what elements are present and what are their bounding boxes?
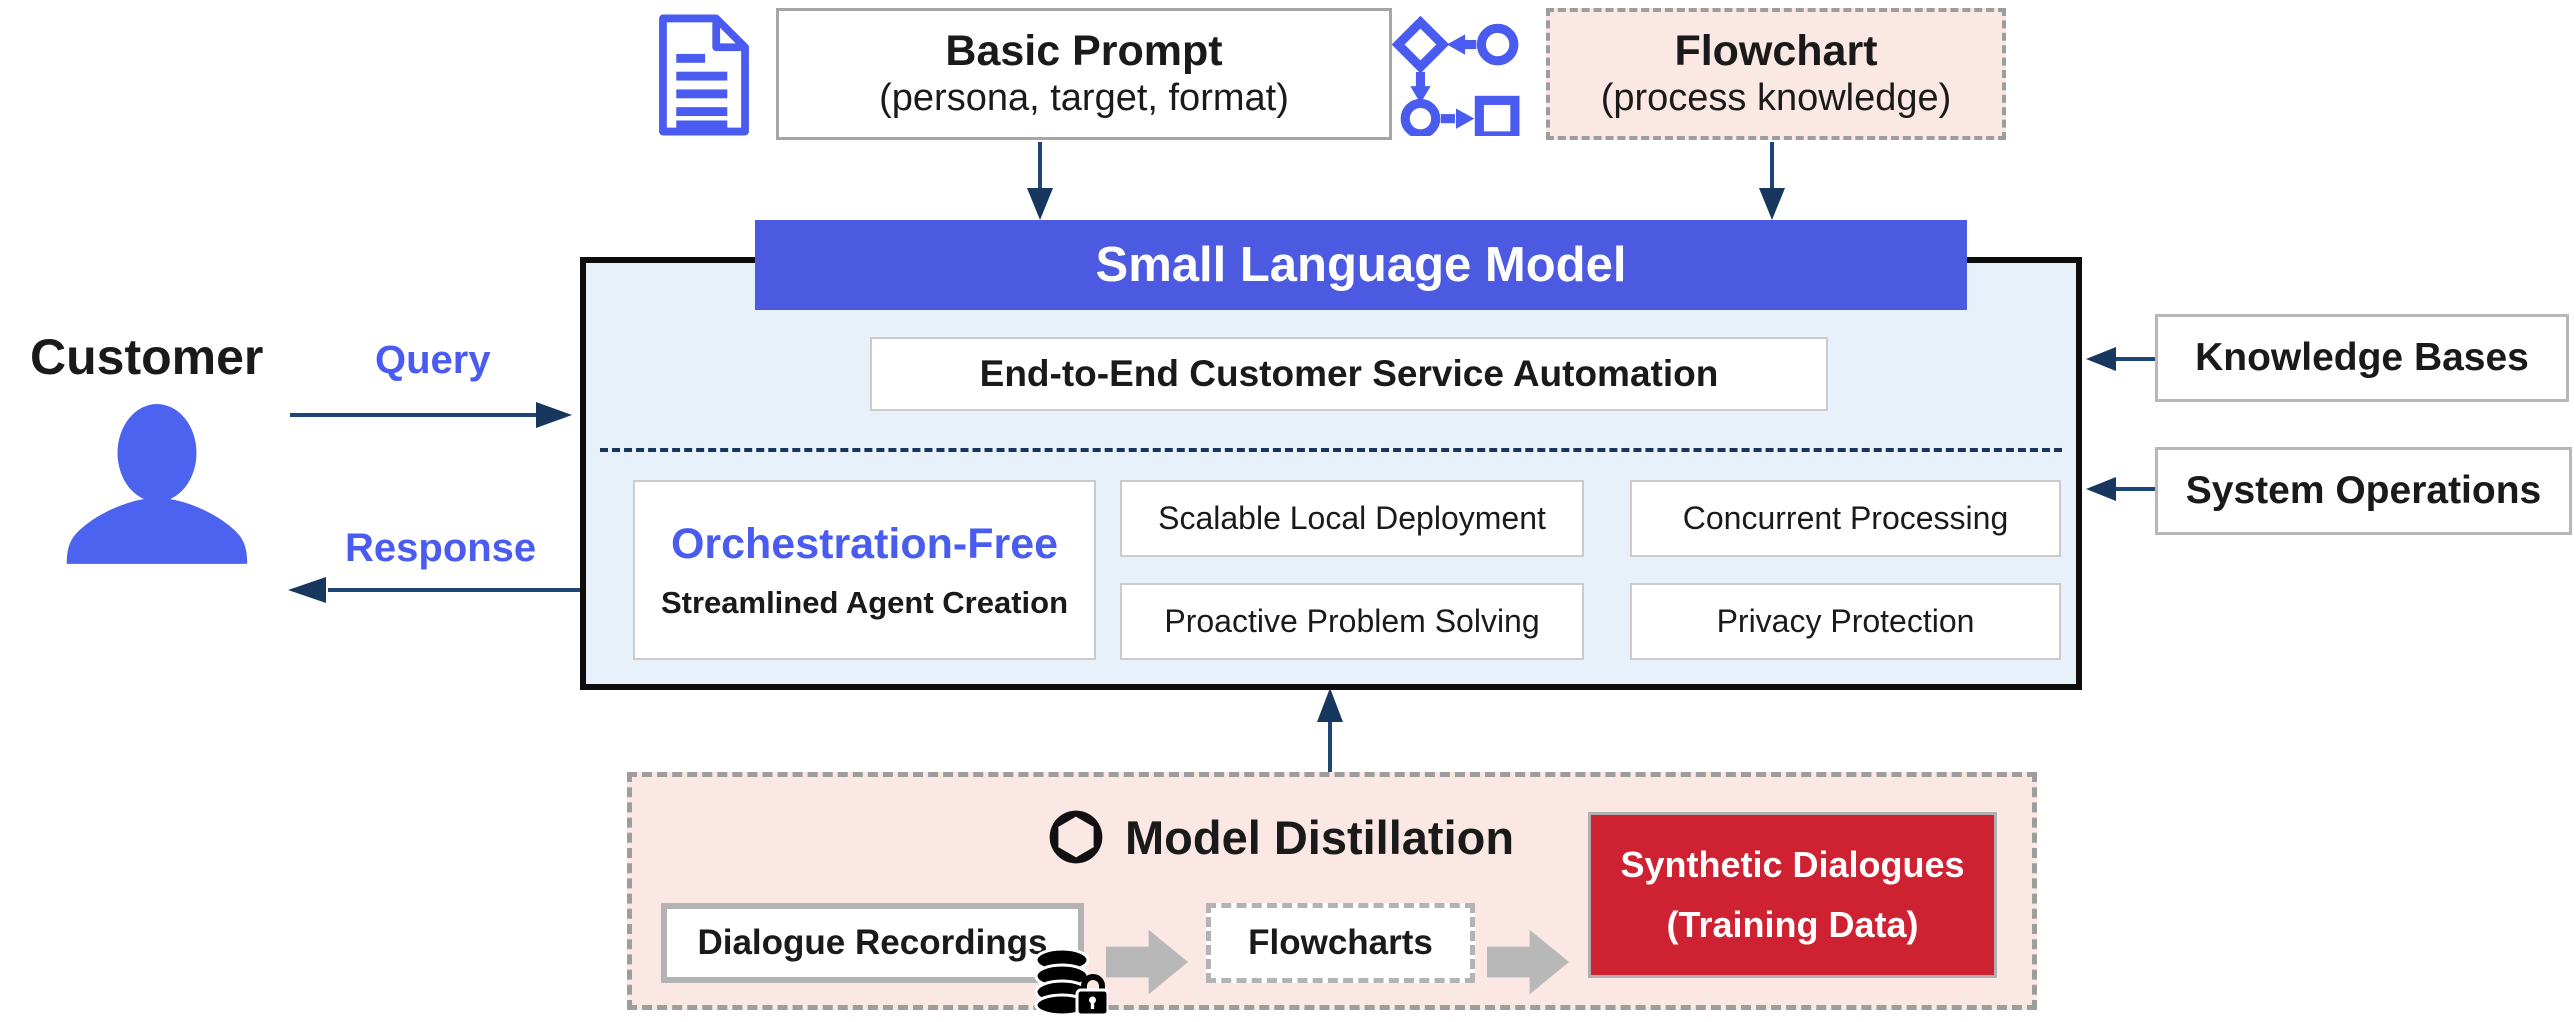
response-label: Response [345,526,537,570]
document-icon [659,14,749,136]
database-lock-icon [1034,948,1108,1016]
query-label: Query [375,338,491,382]
slm-header-banner: Small Language Model [755,220,1967,310]
system-operations-box: System Operations [2155,447,2572,535]
flowcharts-label: Flowcharts [1248,923,1433,962]
basic-prompt-down-arrow-icon [1027,142,1053,220]
knowledge-bases-arrow-icon [2086,347,2155,371]
flowchart-input-title: Flowchart [1674,27,1878,76]
automation-label: End-to-End Customer Service Automation [979,353,1719,394]
customer-icon [66,404,248,564]
feature-box-concurrent-processing: Concurrent Processing [1630,480,2061,557]
automation-box: End-to-End Customer Service Automation [870,337,1828,411]
distillation-title: Model Distillation [1125,811,1515,864]
knowledge-bases-label: Knowledge Bases [2195,336,2529,379]
distillation-up-arrow-icon [1317,688,1343,772]
dialogue-recordings-box: Dialogue Recordings [661,903,1084,983]
synthetic-dialogues-line2: (Training Data) [1666,904,1919,945]
feature-box-scalable-local-deployment: Scalable Local Deployment [1120,480,1584,557]
feature-box-proactive-problem-solving: Proactive Problem Solving [1120,583,1584,660]
response-arrow-icon [288,577,580,603]
openai-icon [1049,810,1103,864]
panel-divider [600,448,2062,452]
feature-box-privacy-protection: Privacy Protection [1630,583,2061,660]
synthetic-dialogues-box: Synthetic Dialogues (Training Data) [1588,812,1997,978]
slm-header-label: Small Language Model [1095,238,1627,292]
customer-label: Customer [30,329,264,385]
system-operations-label: System Operations [2185,469,2542,512]
orchestration-subtitle: Streamlined Agent Creation [660,584,1069,620]
flowchart-down-arrow-icon [1759,142,1785,220]
orchestration-title: Orchestration-Free [670,519,1059,568]
system-operations-arrow-icon [2086,477,2155,501]
flowchart-input-box: Flowchart (process knowledge) [1546,8,2006,140]
knowledge-bases-box: Knowledge Bases [2155,314,2569,402]
flowcharts-box: Flowcharts [1206,903,1475,983]
orchestration-box: Orchestration-Free Streamlined Agent Cre… [633,480,1096,660]
flowchart-icon [1391,15,1520,136]
basic-prompt-subtitle: (persona, target, format) [879,76,1289,119]
basic-prompt-box: Basic Prompt (persona, target, format) [776,8,1392,140]
basic-prompt-title: Basic Prompt [945,27,1223,76]
synthetic-dialogues-line1: Synthetic Dialogues [1620,844,1965,885]
flowchart-input-subtitle: (process knowledge) [1600,76,1952,119]
dialogue-recordings-label: Dialogue Recordings [697,923,1048,962]
query-arrow-icon [290,402,572,428]
